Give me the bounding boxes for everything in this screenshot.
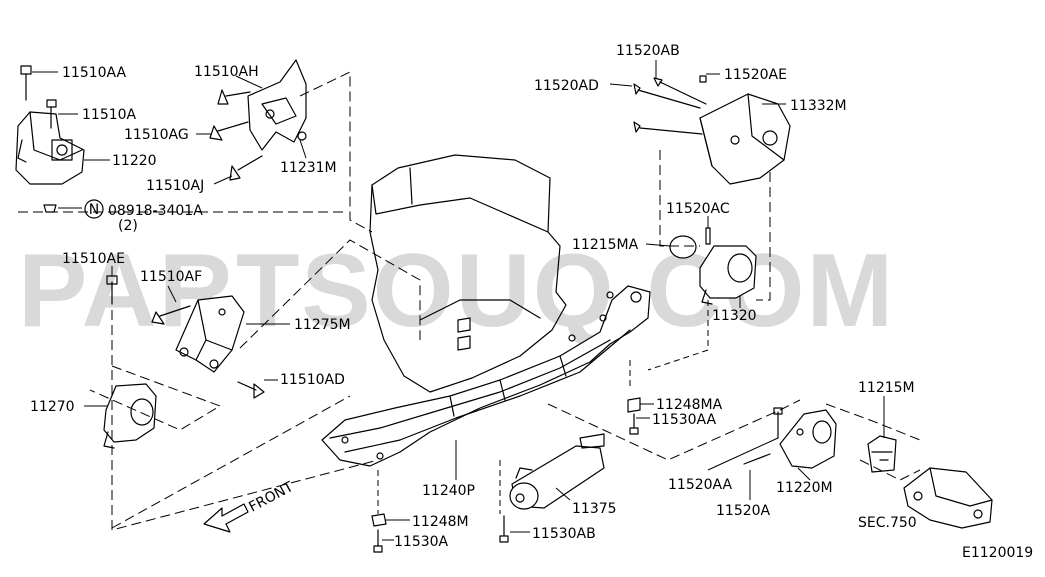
label-11220: 11220 <box>112 153 157 169</box>
n-badge-text: N <box>89 202 99 218</box>
front-arrow <box>203 503 249 533</box>
mount-11220m <box>743 407 837 469</box>
damper-11375 <box>509 433 605 510</box>
mount-11220 <box>15 65 85 213</box>
label-11248ma: 11248MA <box>656 397 723 413</box>
label-11530a: 11530A <box>394 534 449 550</box>
bracket-11332m <box>633 75 791 185</box>
part-labels: 11510AA 11510A 11220 08918-3401A (2) 115… <box>30 43 1033 561</box>
engine-outline <box>369 154 567 393</box>
bracket-11231m <box>209 59 307 181</box>
label-11520ab: 11520AB <box>616 43 680 59</box>
label-11510aa: 11510AA <box>62 65 127 81</box>
label-11510aj: 11510AJ <box>146 178 204 194</box>
label-11530ab: 11530AB <box>532 526 596 542</box>
watermark-text: PARTSOUQ.COM <box>18 233 895 349</box>
label-11520aa: 11520AA <box>668 477 733 493</box>
n-badge-circle <box>84 199 104 219</box>
label-11332m: 11332M <box>790 98 847 114</box>
label-11520a: 11520A <box>716 503 771 519</box>
label-11510ah: 11510AH <box>194 64 259 80</box>
label-11231m: 11231M <box>280 160 337 176</box>
leader-lines <box>32 60 885 541</box>
label-11510ae: 11510AE <box>62 251 125 267</box>
front-label: FRONT <box>246 479 296 516</box>
mount-11270 <box>103 383 157 449</box>
insulator-11215m <box>867 435 897 473</box>
label-11275m: 11275M <box>294 317 351 333</box>
label-11510ag: 11510AG <box>124 127 189 143</box>
label-sec750: SEC.750 <box>858 515 917 531</box>
label-11375: 11375 <box>572 501 617 517</box>
small-fasteners <box>371 317 641 553</box>
label-11240p: 11240P <box>422 483 475 499</box>
bracket-sec750 <box>903 467 993 529</box>
label-11520ae: 11520AE <box>724 67 787 83</box>
label-11510ad: 11510AD <box>280 372 345 388</box>
label-11530aa: 11530AA <box>652 412 717 428</box>
label-11520ac: 11520AC <box>666 201 730 217</box>
bracket-11275m <box>106 275 265 399</box>
label-08918-3401a: 08918-3401A <box>108 203 203 219</box>
label-08918-qty: (2) <box>118 218 138 234</box>
dashed-relation-lines <box>18 71 921 531</box>
crossmember-11240p <box>321 285 651 467</box>
diagram-code: E1120019 <box>962 545 1033 561</box>
label-11248m: 11248M <box>412 514 469 530</box>
label-11215ma: 11215MA <box>572 237 639 253</box>
label-11510a: 11510A <box>82 107 137 123</box>
label-11270: 11270 <box>30 399 75 415</box>
label-11510af: 11510AF <box>140 269 202 285</box>
mount-11320 <box>669 227 757 305</box>
label-11215m: 11215M <box>858 380 915 396</box>
label-11220m: 11220M <box>776 480 833 496</box>
label-11520ad: 11520AD <box>534 78 599 94</box>
label-11320: 11320 <box>712 308 757 324</box>
